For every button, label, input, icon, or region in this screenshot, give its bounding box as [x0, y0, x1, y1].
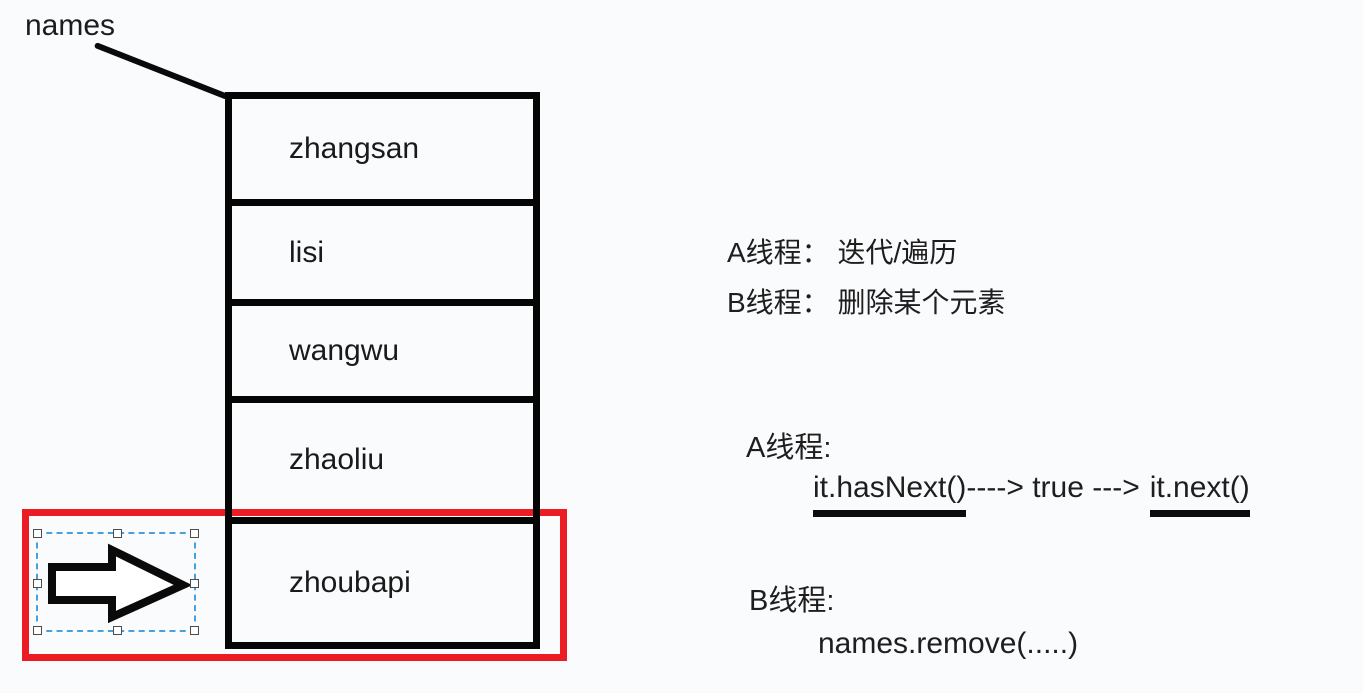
right-arrow-icon	[48, 543, 193, 624]
highlight-rectangle[interactable]	[22, 509, 567, 661]
thread-a-summary: A线程： 迭代/遍历	[727, 237, 958, 268]
names-list-table: zhangsan lisi wangwu zhaoliu zhoubapi	[225, 92, 540, 649]
selection-handle-w[interactable]	[33, 579, 42, 588]
list-row: zhaoliu	[232, 396, 533, 517]
next-call: it.next()	[1149, 471, 1250, 517]
selection-handle-sw[interactable]	[33, 626, 42, 635]
pointer-line	[93, 42, 230, 100]
list-row: wangwu	[232, 299, 533, 396]
list-row: lisi	[232, 199, 533, 299]
selection-handle-nw[interactable]	[33, 529, 42, 538]
selection-handle-ne[interactable]	[190, 529, 199, 538]
selection-bounding-box[interactable]	[33, 529, 199, 635]
thread-b-summary: B线程： 删除某个元素	[727, 287, 1006, 318]
thread-b-heading: B线程:	[749, 585, 835, 617]
thread-a-code-line: it.hasNext()----> true ---> it.next()	[813, 471, 1250, 517]
list-variable-label: names	[25, 9, 116, 42]
arrow-chain-text: ----> true --->	[966, 471, 1140, 504]
selection-handle-e[interactable]	[190, 579, 199, 588]
block-arrow-shape[interactable]	[46, 543, 193, 624]
list-row: zhangsan	[289, 132, 420, 165]
selection-handle-s[interactable]	[113, 626, 122, 635]
thread-b-code-line: names.remove(.....)	[818, 627, 1079, 660]
thread-a-heading: A线程:	[746, 432, 832, 464]
list-row-highlighted: zhoubapi	[232, 517, 533, 642]
selection-handle-n[interactable]	[113, 529, 122, 538]
selection-handle-se[interactable]	[190, 626, 199, 635]
hasnext-call: it.hasNext()	[813, 471, 967, 517]
